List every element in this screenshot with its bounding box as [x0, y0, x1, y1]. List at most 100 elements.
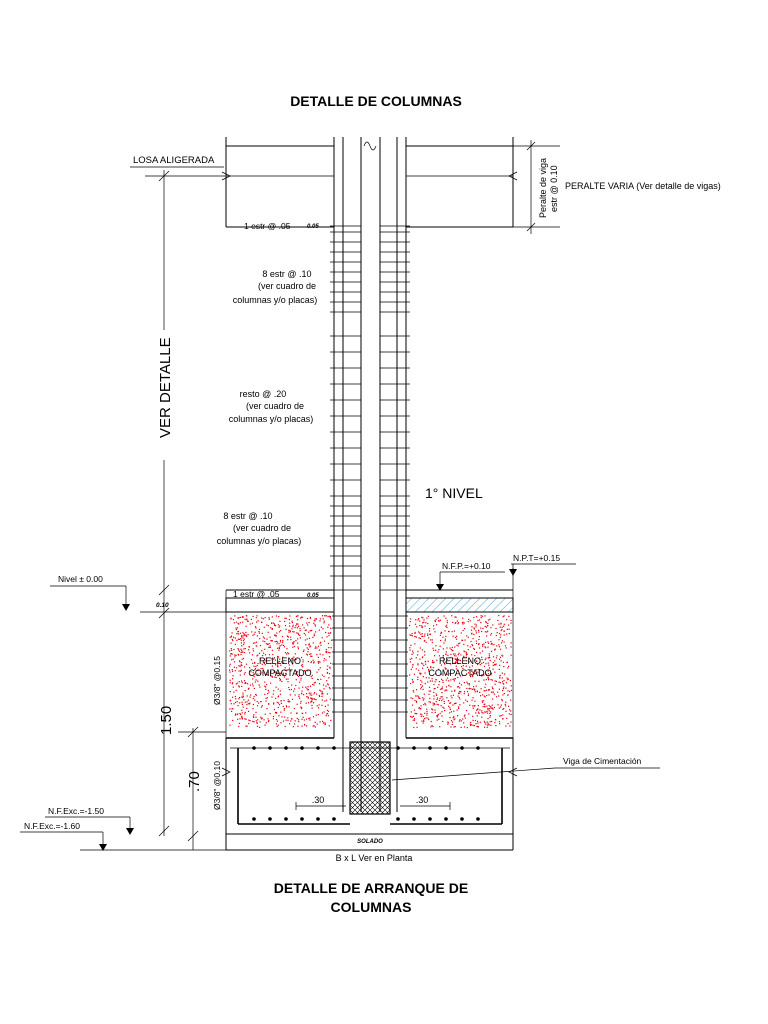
- fill-dot: [288, 686, 290, 689]
- fill-dot: [460, 654, 462, 656]
- fill-dot: [488, 678, 490, 680]
- fill-dot: [330, 618, 332, 620]
- fill-dot: [283, 699, 285, 702]
- group1-line2: (ver cuadro de: [258, 281, 316, 291]
- fill-dot: [309, 630, 311, 632]
- fill-dot: [504, 673, 506, 675]
- fill-dot: [238, 623, 240, 625]
- fill-dot: [251, 622, 253, 624]
- fill-dot: [269, 712, 271, 715]
- fill-dot: [495, 664, 497, 666]
- fill-dot: [308, 644, 310, 646]
- fill-dot: [475, 685, 477, 687]
- fill-dot: [491, 643, 493, 645]
- fill-dot: [481, 674, 483, 676]
- fill-dot: [412, 719, 414, 721]
- fill-dot: [494, 671, 496, 673]
- fill-dot: [310, 697, 312, 700]
- fill-dot: [259, 652, 261, 654]
- fill-dot: [269, 636, 271, 638]
- fill-dot: [279, 674, 281, 676]
- fill-dot: [479, 721, 481, 723]
- fill-dot: [458, 643, 460, 645]
- rebar-dot: [428, 817, 432, 821]
- fill-dot: [430, 667, 432, 669]
- fill-dot: [255, 720, 257, 722]
- fill-dot: [508, 665, 510, 667]
- fill-dot: [504, 645, 507, 647]
- fill-dot: [472, 715, 474, 717]
- fill-dot: [235, 698, 237, 700]
- fill-dot: [292, 626, 294, 628]
- fill-dot: [259, 645, 262, 647]
- fill-dot: [320, 644, 322, 646]
- fill-dot: [314, 691, 316, 694]
- fill-dot: [231, 669, 233, 671]
- fill-dot: [411, 679, 413, 681]
- fill-dot: [412, 715, 415, 717]
- fill-dot: [317, 645, 319, 647]
- fill-dot: [483, 665, 485, 667]
- fill-dot: [327, 615, 329, 618]
- fill-dot: [414, 632, 416, 635]
- fill-dot: [447, 654, 449, 656]
- fill-dot: [435, 693, 437, 695]
- fill-dot: [481, 656, 483, 658]
- fill-dot: [475, 640, 477, 642]
- fill-dot: [469, 666, 471, 668]
- fill-dot: [262, 655, 264, 657]
- fill-dot: [326, 693, 328, 695]
- fill-dot: [471, 633, 473, 635]
- fill-dot: [294, 723, 296, 725]
- fill-dot: [420, 688, 422, 690]
- fill-dot: [326, 651, 328, 653]
- fill-dot: [290, 636, 292, 638]
- fill-dot: [509, 725, 511, 727]
- fill-dot: [318, 649, 320, 651]
- fill-dot: [468, 618, 470, 620]
- fill-dot: [329, 666, 331, 668]
- fill-dot: [233, 661, 236, 663]
- fill-dot: [491, 704, 493, 706]
- fill-dot: [426, 666, 429, 668]
- fill-dot: [477, 668, 479, 671]
- fill-dot: [450, 679, 452, 681]
- fill-dot: [297, 619, 299, 621]
- fill-dot: [442, 655, 444, 657]
- fill-dot: [432, 725, 434, 728]
- fill-dot: [475, 624, 478, 626]
- fill-dot: [462, 621, 464, 623]
- fill-dot: [296, 671, 298, 673]
- fill-dot: [474, 719, 476, 722]
- fill-dot: [256, 725, 259, 727]
- fill-dot: [414, 631, 416, 634]
- fill-dot: [321, 637, 323, 639]
- fill-dot: [279, 679, 282, 681]
- fill-dot: [305, 712, 307, 714]
- fill-dot: [241, 635, 243, 637]
- fill-dot: [431, 725, 433, 727]
- fill-dot: [442, 679, 444, 682]
- fill-dot: [435, 649, 437, 651]
- fill-dot: [438, 681, 441, 683]
- fill-dot: [466, 681, 468, 683]
- fill-dot: [427, 615, 429, 617]
- fill-dot: [427, 633, 429, 635]
- fill-dot: [249, 720, 251, 722]
- fill-dot: [288, 701, 290, 703]
- fill-dot: [433, 649, 435, 651]
- fill-dot: [234, 643, 236, 645]
- fill-dot: [453, 716, 455, 718]
- fill-dot: [455, 658, 457, 660]
- fill-dot: [498, 646, 500, 648]
- fill-dot: [464, 717, 466, 719]
- fill-dot: [505, 710, 507, 712]
- column-base-hatch: [349, 741, 391, 815]
- fill-dot: [252, 720, 254, 722]
- fill-dot: [242, 696, 244, 698]
- fill-dot: [479, 647, 481, 649]
- fill-dot: [321, 674, 323, 676]
- fill-dot: [300, 706, 302, 708]
- fill-dot: [291, 684, 293, 686]
- fill-dot: [280, 664, 282, 666]
